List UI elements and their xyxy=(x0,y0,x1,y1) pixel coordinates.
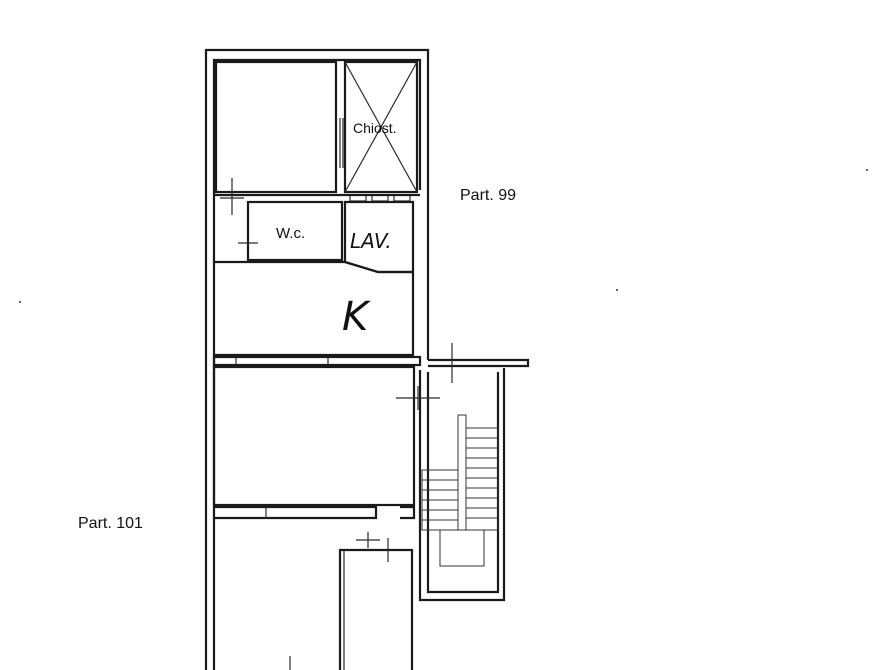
scan-speck xyxy=(19,301,21,303)
wc-room xyxy=(238,200,344,262)
kitchen-label: K xyxy=(342,294,371,340)
middle-wall xyxy=(212,343,453,383)
parcel-west-label: Part. 101 xyxy=(78,515,143,532)
outer-walls xyxy=(204,48,530,670)
room-lower xyxy=(214,505,416,670)
corridor-line xyxy=(214,178,420,215)
room-middle xyxy=(212,365,440,507)
kitchen-room xyxy=(214,260,415,357)
laundry-label: LAV. xyxy=(350,229,392,253)
scan-speck xyxy=(866,169,868,171)
staircase xyxy=(421,414,499,567)
room-top-left xyxy=(214,60,344,194)
parcel-north-label: Part. 99 xyxy=(460,187,516,204)
closet-label: Chiost. xyxy=(353,120,397,136)
closet-room xyxy=(343,60,419,202)
scan-speck xyxy=(616,289,618,291)
wc-label: W.c. xyxy=(276,225,305,242)
